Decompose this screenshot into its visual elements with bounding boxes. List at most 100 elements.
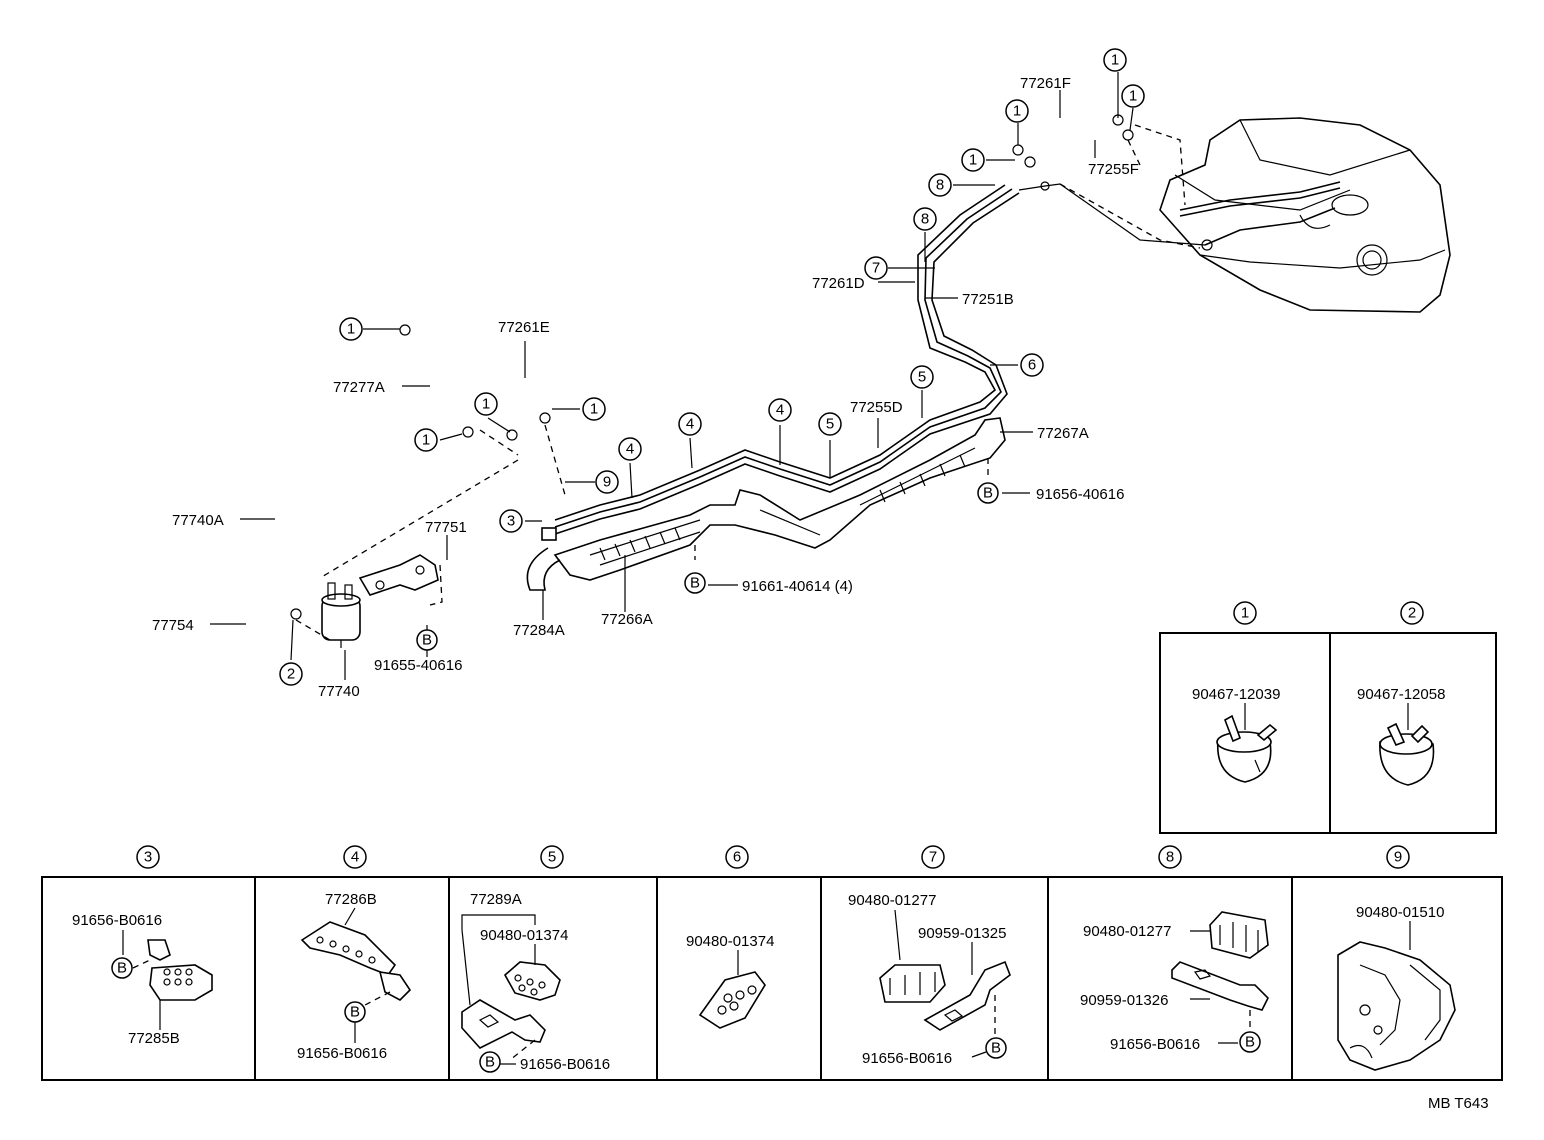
svg-text:4: 4	[351, 849, 359, 866]
svg-text:B: B	[983, 485, 993, 502]
panel-7-part-3: 91656-B0616	[862, 1050, 952, 1067]
label-77751: 77751	[425, 519, 467, 536]
callout-8: 8	[928, 173, 952, 197]
panel-4-number: 4	[343, 845, 367, 869]
svg-text:7: 7	[929, 849, 937, 866]
dashed-guide-lines	[295, 124, 1201, 641]
bolt-callout: B	[344, 1001, 366, 1023]
svg-text:9: 9	[603, 474, 611, 491]
label-77266A: 77266A	[601, 611, 653, 628]
label-77255D: 77255D	[850, 399, 903, 416]
panel-9-number: 9	[1386, 845, 1410, 869]
callout-9: 9	[595, 470, 619, 494]
panel-2-number: 2	[1400, 601, 1424, 625]
panel-3-number: 3	[136, 845, 160, 869]
fuel-tube-protectors	[553, 417, 1006, 581]
svg-text:5: 5	[548, 849, 556, 866]
clamp-90480-01277-icon	[1171, 911, 1269, 1011]
bolt-callout: B	[977, 482, 999, 504]
svg-text:1: 1	[1013, 103, 1021, 120]
figure-code: MB T643	[1428, 1095, 1489, 1112]
hose-clamp-1-icon	[1216, 714, 1278, 783]
panel-5-part-1: 77289A	[470, 891, 522, 908]
panel-1-part: 90467-12039	[1192, 686, 1280, 703]
svg-text:8: 8	[936, 177, 944, 194]
clamp-90480-01510-icon	[1337, 941, 1456, 1071]
panel-5-number: 5	[540, 845, 564, 869]
svg-text:4: 4	[626, 441, 634, 458]
svg-text:B: B	[117, 960, 127, 977]
panel-4-part-2: 91656-B0616	[297, 1045, 387, 1062]
bolt-callout: B	[1239, 1031, 1261, 1053]
panel-8-part-3: 91656-B0616	[1110, 1036, 1200, 1053]
callout-1: 1	[414, 428, 438, 452]
callout-4: 4	[768, 398, 792, 422]
callout-1: 1	[339, 317, 363, 341]
panel-5-part-2: 90480-01374	[480, 927, 568, 944]
callout-1: 1	[582, 397, 606, 421]
panel-8-number: 8	[1158, 845, 1182, 869]
bolt-callout: B	[479, 1051, 501, 1073]
callout-1: 1	[1121, 84, 1145, 108]
callout-5: 5	[910, 365, 934, 389]
svg-text:1: 1	[1129, 88, 1137, 105]
panel-7-number: 7	[921, 845, 945, 869]
hoses-and-canister	[244, 114, 1213, 648]
svg-text:8: 8	[921, 211, 929, 228]
svg-text:B: B	[1245, 1034, 1255, 1051]
svg-text:B: B	[991, 1040, 1001, 1057]
clamp-77286B-icon	[300, 921, 412, 1001]
panel-2-part: 90467-12058	[1357, 686, 1445, 703]
panel-7-part-1: 90480-01277	[848, 892, 936, 909]
svg-text:3: 3	[144, 849, 152, 866]
svg-text:5: 5	[918, 369, 926, 386]
detail-panel-clamps: 1 2 90467-12039 90467-12058	[1159, 601, 1497, 834]
panel-6-part-1: 90480-01374	[686, 933, 774, 950]
label-77284A: 77284A	[513, 622, 565, 639]
callout-8: 8	[913, 207, 937, 231]
label-91655-40616: 91655-40616	[374, 657, 462, 674]
svg-text:4: 4	[776, 402, 784, 419]
svg-text:B: B	[422, 632, 432, 649]
panel-3-part-1: 91656-B0616	[72, 912, 162, 929]
callout-4: 4	[678, 412, 702, 436]
label-77261F: 77261F	[1020, 75, 1071, 92]
panel-6-number: 6	[725, 845, 749, 869]
svg-text:1: 1	[482, 396, 490, 413]
svg-text:B: B	[485, 1054, 495, 1071]
label-77754: 77754	[152, 617, 194, 634]
callout-6: 6	[1020, 353, 1044, 377]
bolt-callout: B	[111, 957, 133, 979]
label-77740A: 77740A	[172, 512, 224, 529]
callout-circles: 1 1 1 1 8 8 7 6 5 5 4 4 4 9 3 1 1 1 1 2 …	[279, 48, 1145, 686]
leader-lines	[210, 72, 1134, 680]
bolt-callout: B	[684, 572, 706, 594]
part-number-labels: 77261F 77255F 77261D 77251B 77255D 77267…	[152, 75, 1139, 700]
svg-text:B: B	[690, 575, 700, 592]
svg-text:6: 6	[1028, 357, 1036, 374]
callout-2: 2	[279, 662, 303, 686]
svg-text:1: 1	[347, 321, 355, 338]
callout-4: 4	[618, 437, 642, 461]
svg-text:1: 1	[422, 432, 430, 449]
clamp-90480-01277-icon	[879, 960, 1011, 1031]
callout-1: 1	[1005, 99, 1029, 123]
label-77255F: 77255F	[1088, 161, 1139, 178]
panel-3-part-2: 77285B	[128, 1030, 180, 1047]
svg-text:8: 8	[1166, 849, 1174, 866]
clamp-90480-01374-icon	[698, 971, 766, 1029]
callout-1: 1	[961, 148, 985, 172]
svg-text:7: 7	[872, 260, 880, 277]
label-77740: 77740	[318, 683, 360, 700]
fuel-tank	[1159, 117, 1451, 313]
svg-text:2: 2	[1408, 605, 1416, 622]
detail-panel-clamps-row: 3 4 5 6 7 8 9 91656-B0616 77285B B 77286…	[41, 845, 1503, 1081]
label-77267A: 77267A	[1037, 425, 1089, 442]
panel-4-part-1: 77286B	[325, 891, 377, 908]
label-77261D: 77261D	[812, 275, 865, 292]
svg-text:1: 1	[590, 401, 598, 418]
svg-text:1: 1	[1111, 52, 1119, 69]
bolt-callout: B	[416, 629, 438, 651]
label-77251B: 77251B	[962, 291, 1014, 308]
